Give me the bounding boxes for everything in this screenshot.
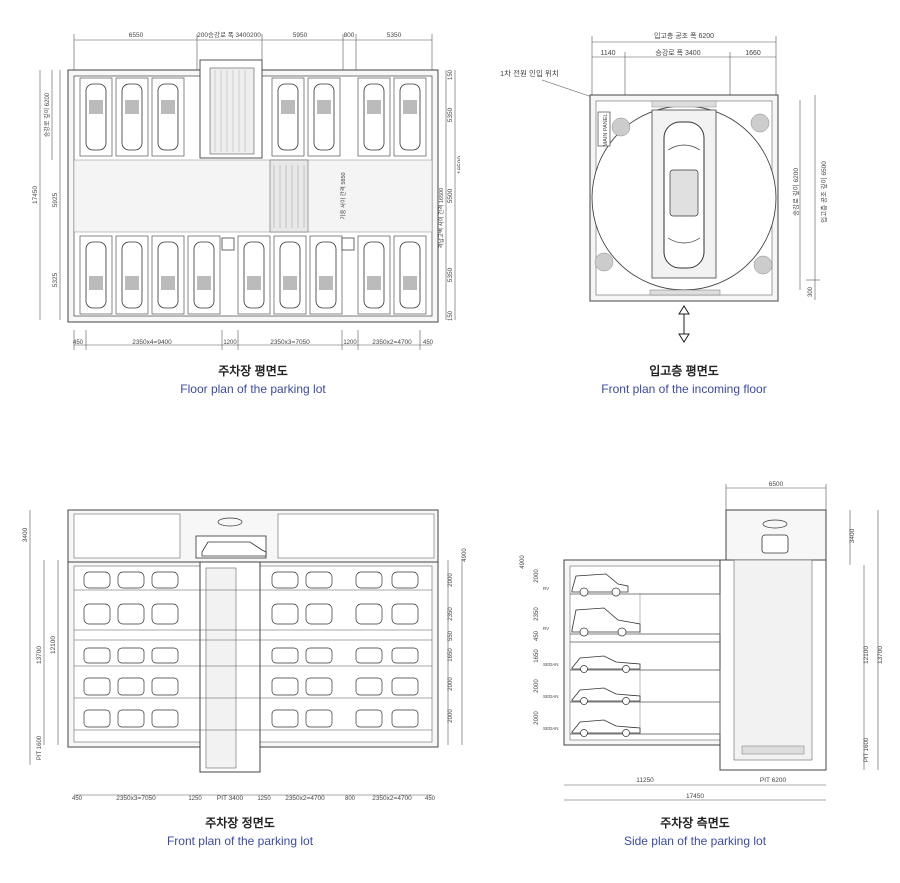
se-dim-left-6: 2000 — [534, 679, 540, 693]
fe-dim-right-3: 2350 — [448, 607, 454, 621]
fp-dim-left-2: 승강로 깊이 6200 — [43, 92, 51, 137]
fe-dim-left-4: PIT 1600 — [37, 735, 43, 760]
fp-dim-bottom-6: 2350x2=4700 — [372, 339, 412, 346]
ip-dim-right-1: 승강로 깊이 6200 — [791, 168, 800, 216]
incoming-plan-caption-ko: 입고층 평면도 — [649, 364, 719, 378]
se-dim-top: 6500 — [769, 481, 784, 488]
se-dim-left-1: 4900 — [520, 555, 526, 569]
floor-plan-caption: 주차장 평면도 Floor plan of the parking lot — [73, 362, 433, 396]
fp-dim-left-4: 5325 — [52, 272, 59, 287]
fe-dim-bottom-9: 450 — [425, 796, 436, 802]
ip-power-label: 1차 전원 인입 위치 — [500, 68, 559, 78]
floor-plan-caption-en: Floor plan of the parking lot — [180, 382, 326, 396]
fe-dim-left-3: 12100 — [50, 636, 57, 654]
se-dim-right-2: 12100 — [863, 646, 870, 664]
ip-dim-sub-1: 1140 — [600, 50, 615, 57]
fp-dim-right-5: 150 — [448, 310, 454, 321]
se-tag-sedan-3: SEDAN — [543, 726, 559, 731]
incoming-floor-drawing: 입고층 공조 폭 6200 1140 승강로 폭 3400 1660 1차 전원… — [500, 31, 828, 343]
se-tag-sedan-2: SEDAN — [543, 694, 559, 699]
fp-dim-bottom-2: 2350x4=9400 — [132, 339, 172, 346]
fe-dim-bottom-6: 2350x2=4700 — [285, 795, 325, 802]
fp-dim-bottom-1: 450 — [73, 340, 84, 346]
se-tag-rv-2: RV — [543, 626, 549, 631]
fp-dim-bottom-3: 1200 — [223, 340, 237, 346]
se-dim-left-7: 2000 — [534, 711, 540, 725]
ip-dim-sub-3: 1660 — [745, 50, 761, 57]
se-dim-bottom-1: 11250 — [636, 777, 654, 784]
floor-plan-drawing: 6550 200승강로 폭 3400200 5950 800 5350 1745… — [32, 30, 460, 350]
fp-dim-right-3: 5500 — [447, 188, 454, 203]
fp-dim-top-5: 5350 — [387, 32, 402, 39]
fp-dim-top-3: 5950 — [293, 32, 308, 39]
se-dim-left-3: 2350 — [534, 607, 540, 621]
fe-dim-right-7: 2000 — [448, 709, 454, 723]
front-elevation-drawing: 3400 13700 12100 PIT 1600 4900 2000 2350… — [22, 509, 468, 802]
fp-dim-right-2: 5350 — [447, 107, 454, 122]
ip-dim-right-3: 300 — [808, 286, 814, 297]
side-elevation-caption: 주차장 측면도 Side plan of the parking lot — [515, 814, 875, 848]
fe-dim-right-5: 1650 — [448, 648, 454, 662]
front-elevation-caption-ko: 주차장 정면도 — [205, 816, 275, 830]
fe-dim-right-6: 2000 — [448, 677, 454, 691]
fp-dim-top-2: 200승강로 폭 3400200 — [197, 30, 261, 39]
fe-dim-left-2: 13700 — [36, 646, 43, 664]
se-dim-left-4: 450 — [534, 630, 540, 641]
fp-dim-bottom-4: 2350x3=7050 — [270, 339, 310, 346]
fp-dim-bottom-5: 1200 — [343, 340, 357, 346]
se-dim-left-2: 2000 — [534, 569, 540, 583]
side-elevation-caption-en: Side plan of the parking lot — [623, 834, 767, 848]
se-dim-right-3: 13700 — [877, 646, 884, 664]
fe-dim-right-2: 2000 — [448, 573, 454, 587]
se-dim-bottom-2: PIT 6200 — [760, 777, 787, 784]
ip-dim-sub-2: 승강로 폭 3400 — [655, 48, 700, 57]
fp-dim-left-1: 17450 — [32, 186, 39, 204]
fe-dim-bottom-4: PIT 3400 — [217, 795, 244, 802]
fp-dim-right-outer-2: 격납고벽 사이 간격 16500 — [437, 188, 445, 248]
se-dim-right-1: 3400 — [849, 528, 856, 543]
fe-dim-bottom-2: 2350x3=7050 — [116, 795, 156, 802]
side-elevation-caption-ko: 주차장 측면도 — [660, 816, 730, 830]
fp-dim-top-4: 800 — [344, 32, 355, 39]
fe-dim-bottom-5: 1250 — [257, 796, 271, 802]
ip-main-panel: MAIN PANEL — [603, 114, 609, 147]
se-tag-rv-1: RV — [543, 586, 549, 591]
fp-dim-right-4: 5350 — [447, 267, 454, 282]
front-elevation-caption-en: Front plan of the parking lot — [166, 834, 314, 848]
fp-dim-right-outer-1: 16500 — [457, 156, 460, 174]
ip-dim-right-2: 입고층 공조 깊이 6500 — [819, 161, 828, 223]
ip-dim-top: 입고층 공조 폭 6200 — [654, 31, 714, 40]
se-tag-sedan-1: SEDAN — [543, 662, 559, 667]
fp-dim-left-3: 5925 — [52, 192, 59, 207]
fp-dim-right-1: 150 — [448, 69, 454, 80]
fe-dim-bottom-3: 1250 — [188, 796, 202, 802]
fp-dim-bottom-7: 450 — [423, 340, 434, 346]
incoming-plan-caption-en: Front plan of the incoming floor — [601, 382, 767, 396]
fe-dim-left-1: 3400 — [22, 527, 29, 542]
front-elevation-caption: 주차장 정면도 Front plan of the parking lot — [60, 814, 420, 848]
fp-center-label: 기둥 사이 간격 5850 — [339, 172, 347, 219]
se-dim-bottom-3: 17450 — [686, 793, 704, 800]
fp-dim-top-1: 6550 — [129, 32, 144, 39]
fe-dim-bottom-8: 2350x2=4700 — [372, 795, 412, 802]
incoming-plan-caption: 입고층 평면도 Front plan of the incoming floor — [504, 362, 864, 396]
fe-dim-bottom-7: 800 — [345, 796, 356, 802]
fe-dim-right-4: 550 — [448, 630, 454, 641]
side-elevation-drawing: 6500 4900 2000 2350 450 1650 2000 2000 3… — [520, 481, 884, 801]
fe-dim-right-1: 4900 — [462, 548, 468, 562]
se-dim-left-5: 1650 — [534, 649, 540, 663]
se-dim-right-4: PIT 1600 — [864, 737, 870, 762]
fe-dim-bottom-1: 450 — [72, 796, 83, 802]
floor-plan-caption-ko: 주차장 평면도 — [218, 364, 288, 378]
